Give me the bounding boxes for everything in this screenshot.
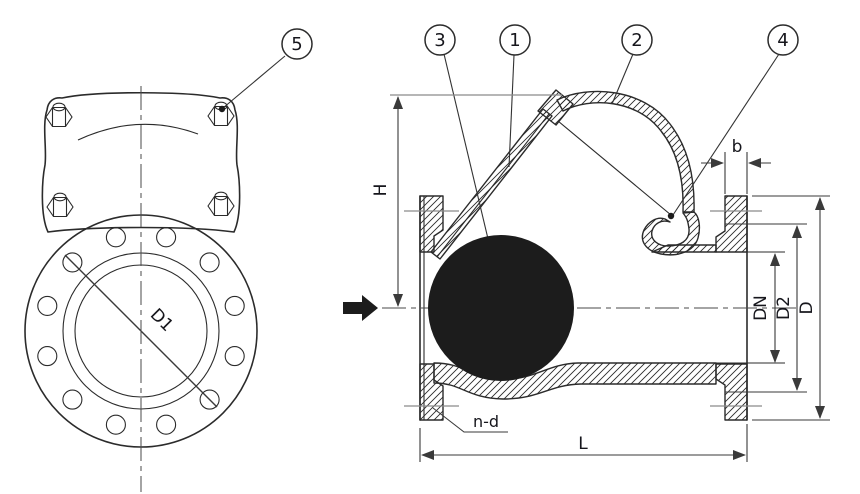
dim-label-n-d: n-d bbox=[473, 412, 499, 431]
balloon-4 bbox=[767, 24, 799, 56]
bolt-holes bbox=[37, 227, 245, 435]
callout-3: 3 bbox=[424, 24, 456, 56]
balloon-5-number: 5 bbox=[291, 34, 302, 55]
dim-D2: D2 bbox=[725, 223, 807, 393]
flow-direction-arrow bbox=[343, 295, 378, 321]
dim-label-D2: D2 bbox=[774, 296, 794, 320]
callout-3-leader bbox=[443, 53, 490, 244]
callout-4-target-dot bbox=[667, 212, 675, 220]
dim-label-L: L bbox=[578, 434, 588, 454]
callout-1-leader bbox=[508, 54, 515, 168]
bolt-bottom-right bbox=[207, 191, 235, 217]
dim-n-d: n-d bbox=[432, 407, 508, 433]
balloon-2 bbox=[621, 24, 653, 56]
balloon-4-number: 4 bbox=[777, 30, 788, 51]
inlet-flange-top bbox=[419, 195, 444, 253]
balloon-3 bbox=[424, 24, 456, 56]
balloon-5 bbox=[281, 28, 313, 60]
balloon-3-number: 3 bbox=[434, 30, 445, 51]
callout-2: 2 bbox=[621, 24, 653, 56]
callout-2-leader bbox=[611, 53, 634, 105]
dim-DN: DN bbox=[751, 253, 780, 363]
dim-label-D1: D1 bbox=[146, 305, 177, 336]
front-view: D1 bbox=[24, 28, 313, 492]
dim-b: b bbox=[701, 137, 771, 194]
balloon-2-number: 2 bbox=[631, 30, 642, 51]
bolt-top-left bbox=[45, 102, 73, 128]
callout-5-leader bbox=[222, 55, 286, 109]
dim-label-H: H bbox=[371, 184, 391, 197]
bonnet-dome bbox=[556, 90, 695, 213]
callout-5: 5 bbox=[218, 28, 313, 113]
bolt-bottom-left bbox=[46, 192, 74, 218]
bolt-hole-ticks bbox=[404, 210, 762, 407]
balloon-1 bbox=[499, 24, 531, 56]
valve-body-front bbox=[41, 91, 241, 233]
dim-D: D bbox=[752, 195, 830, 421]
callout-4: 4 bbox=[767, 24, 799, 56]
balloon-1-number: 1 bbox=[509, 30, 520, 51]
section-view: H b DN D2 D bbox=[343, 24, 830, 462]
bolt-top-right bbox=[207, 101, 235, 127]
dim-label-DN: DN bbox=[751, 295, 771, 321]
dim-H: H bbox=[371, 94, 562, 307]
dim-L: L bbox=[419, 424, 748, 462]
check-ball bbox=[428, 235, 574, 381]
callout-4-leader bbox=[672, 53, 780, 216]
callout-1: 1 bbox=[499, 24, 531, 56]
dim-label-b: b bbox=[732, 137, 743, 157]
seat-guide-inner-line bbox=[436, 113, 550, 258]
cover-bolts bbox=[45, 101, 235, 218]
dim-label-D: D bbox=[797, 301, 817, 314]
callout-5-target-dot bbox=[218, 105, 226, 113]
bonnet-arc bbox=[77, 123, 199, 141]
seat-edge-line bbox=[557, 120, 672, 216]
